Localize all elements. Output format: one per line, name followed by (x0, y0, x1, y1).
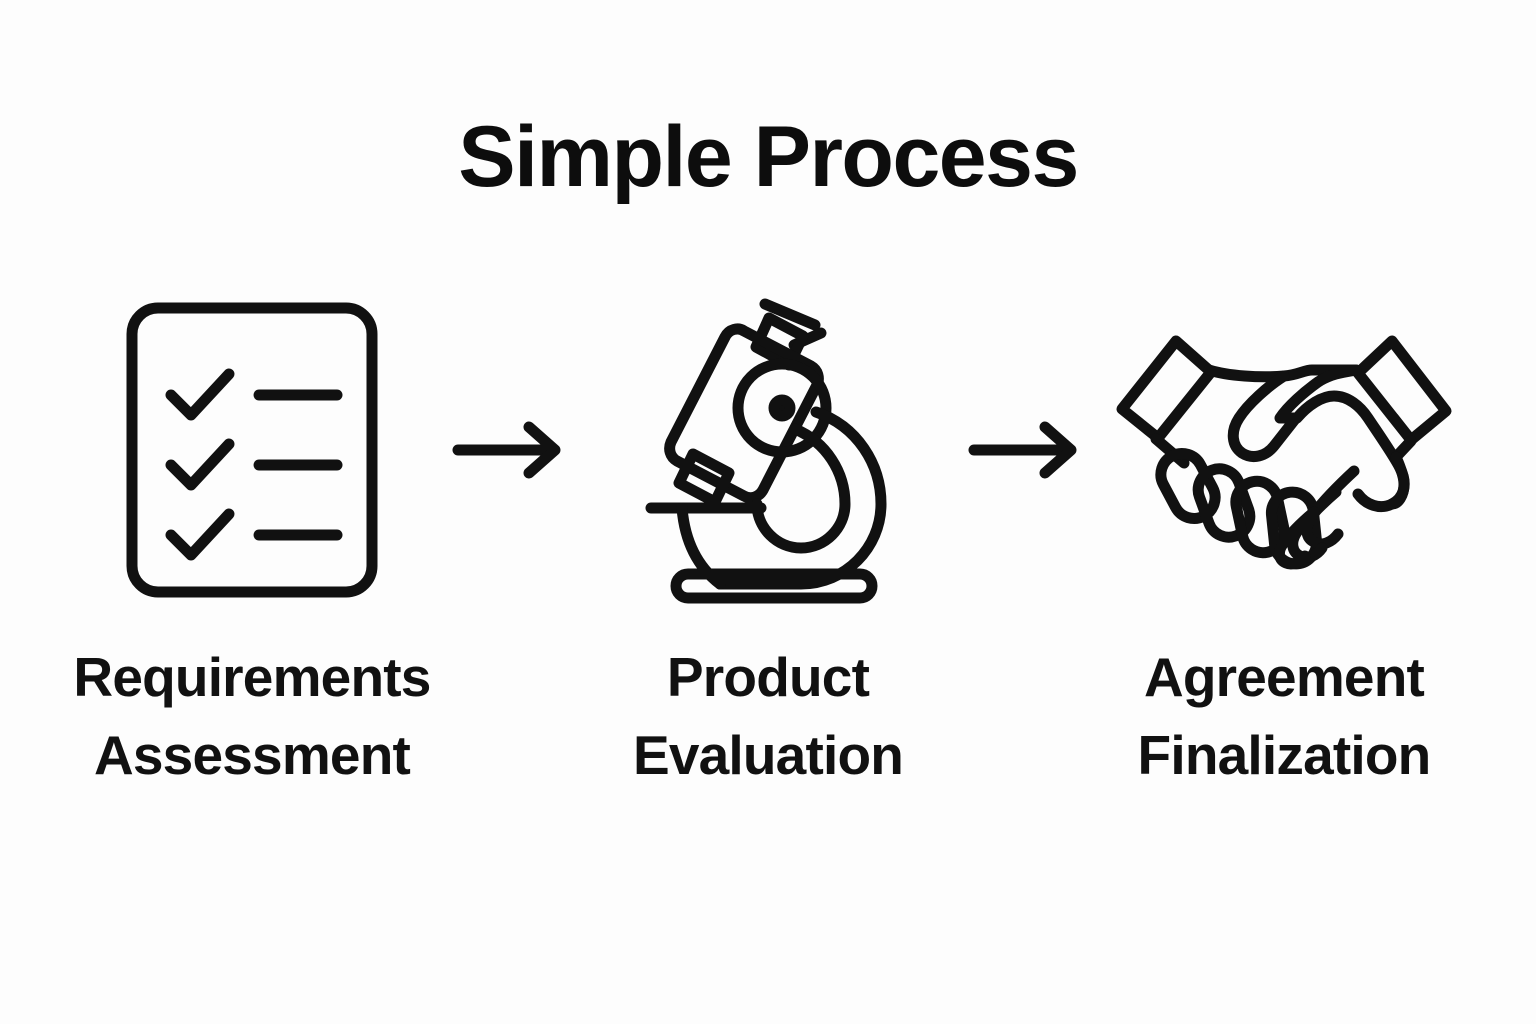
arrow-right-icon (968, 421, 1077, 479)
process-steps-row: Requirements Assessment (60, 290, 1476, 820)
process-step-agreement-finalization: Agreement Finalization (1092, 290, 1476, 794)
connector-2 (960, 290, 1092, 610)
step-1-label: Requirements Assessment (73, 646, 431, 787)
microscope-icon (645, 298, 887, 604)
checklist-icon (126, 302, 378, 598)
arrow-right-icon (452, 421, 561, 479)
process-step-requirements-assessment: Requirements Assessment (60, 290, 444, 794)
step-2-label: Product Evaluation (632, 646, 904, 787)
process-step-product-evaluation: Product Evaluation (576, 290, 960, 794)
connector-1 (444, 290, 576, 610)
step-3-icon-wrapper (1092, 290, 1476, 610)
step-1-icon-wrapper (60, 290, 444, 610)
handshake-icon (1116, 335, 1452, 570)
step-2-icon-wrapper (576, 290, 960, 610)
page-title: Simple Process (458, 109, 1079, 205)
step-3-label: Agreement Finalization (1137, 646, 1432, 787)
